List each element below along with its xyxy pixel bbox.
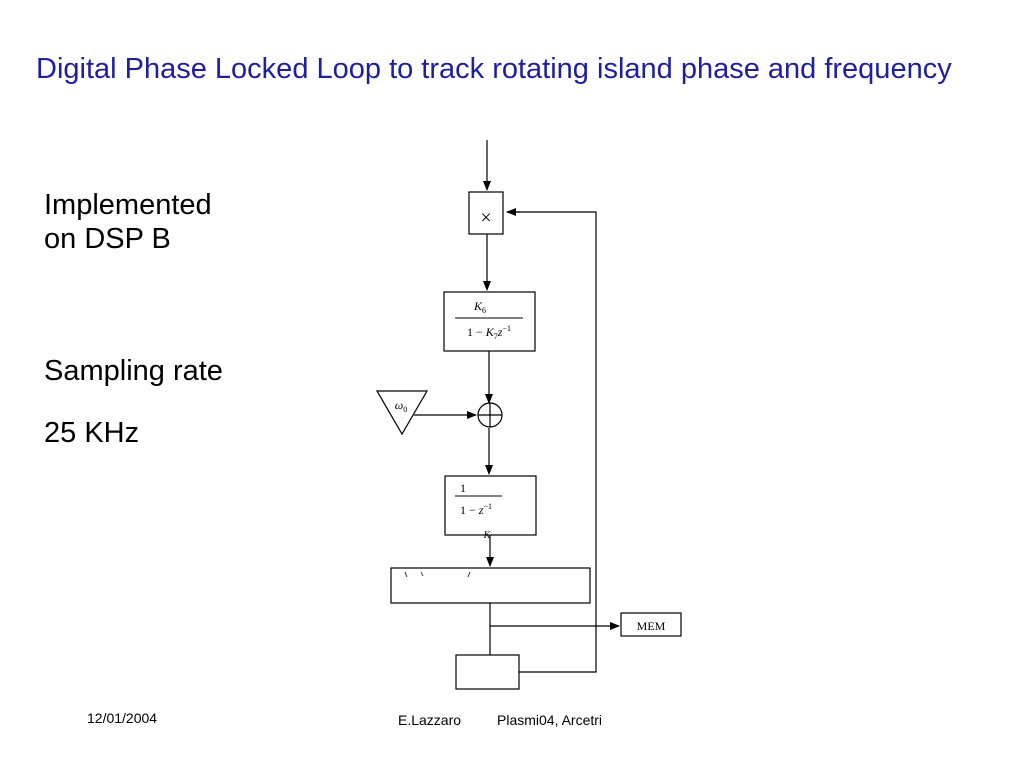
omega0-label: ω0: [395, 398, 407, 414]
filter-numerator: K6: [473, 299, 486, 315]
wide-processing-block: [390, 567, 591, 604]
filter-denominator: 1 − K7z−1: [467, 324, 511, 341]
multiplier-symbol: ×: [480, 207, 491, 229]
loop-filter-block: [443, 291, 536, 352]
integrator-denominator: 1 − z−1: [460, 502, 492, 517]
implemented-line-2: on DSP B: [44, 223, 171, 255]
memory-label: MEM: [637, 619, 666, 633]
multiplier-block: [468, 191, 504, 235]
slide-title: Digital Phase Locked Loop to track rotat…: [36, 53, 952, 85]
reference-frequency-source: [375, 390, 429, 436]
footer-author: E.Lazzaro: [398, 712, 462, 728]
sampling-rate-label: Sampling rate: [44, 355, 223, 387]
integrator-block: [444, 475, 537, 536]
footer-date: 12/01/2004: [87, 710, 158, 726]
memory-block: [620, 612, 682, 637]
wide-block-clipped-marks: [404, 571, 471, 578]
footer-venue: Plasmi04, Arcetri: [497, 712, 603, 728]
integrator-clipped-label: K: [483, 530, 492, 541]
feedback-loop-line: [507, 211, 597, 673]
bottom-block: [455, 654, 520, 690]
implemented-line-1: Implemented: [44, 189, 212, 221]
integrator-numerator: 1: [460, 481, 466, 495]
sampling-rate-value: 25 KHz: [44, 417, 140, 449]
